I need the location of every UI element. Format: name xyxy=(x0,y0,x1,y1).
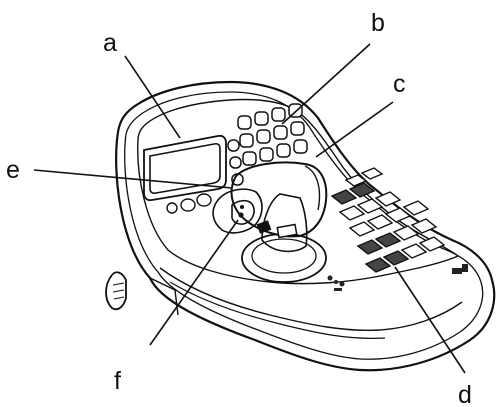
deck-icons xyxy=(327,264,468,291)
label-e: e xyxy=(6,156,20,184)
label-c: c xyxy=(393,70,406,98)
leader-a xyxy=(124,55,181,139)
label-f: f xyxy=(114,367,121,395)
leader-c xyxy=(315,101,394,158)
joystick-icon xyxy=(212,161,328,283)
leader-e xyxy=(33,169,233,189)
lcd-display-icon xyxy=(143,134,227,214)
label-b: b xyxy=(371,9,385,37)
leader-d xyxy=(394,266,466,374)
button-cluster xyxy=(330,167,446,273)
leader-b xyxy=(281,43,371,125)
leader-f xyxy=(149,219,239,346)
leader-lines xyxy=(33,43,466,374)
label-d: d xyxy=(458,381,472,407)
keypad-icon xyxy=(227,103,308,186)
label-a: a xyxy=(103,29,117,57)
